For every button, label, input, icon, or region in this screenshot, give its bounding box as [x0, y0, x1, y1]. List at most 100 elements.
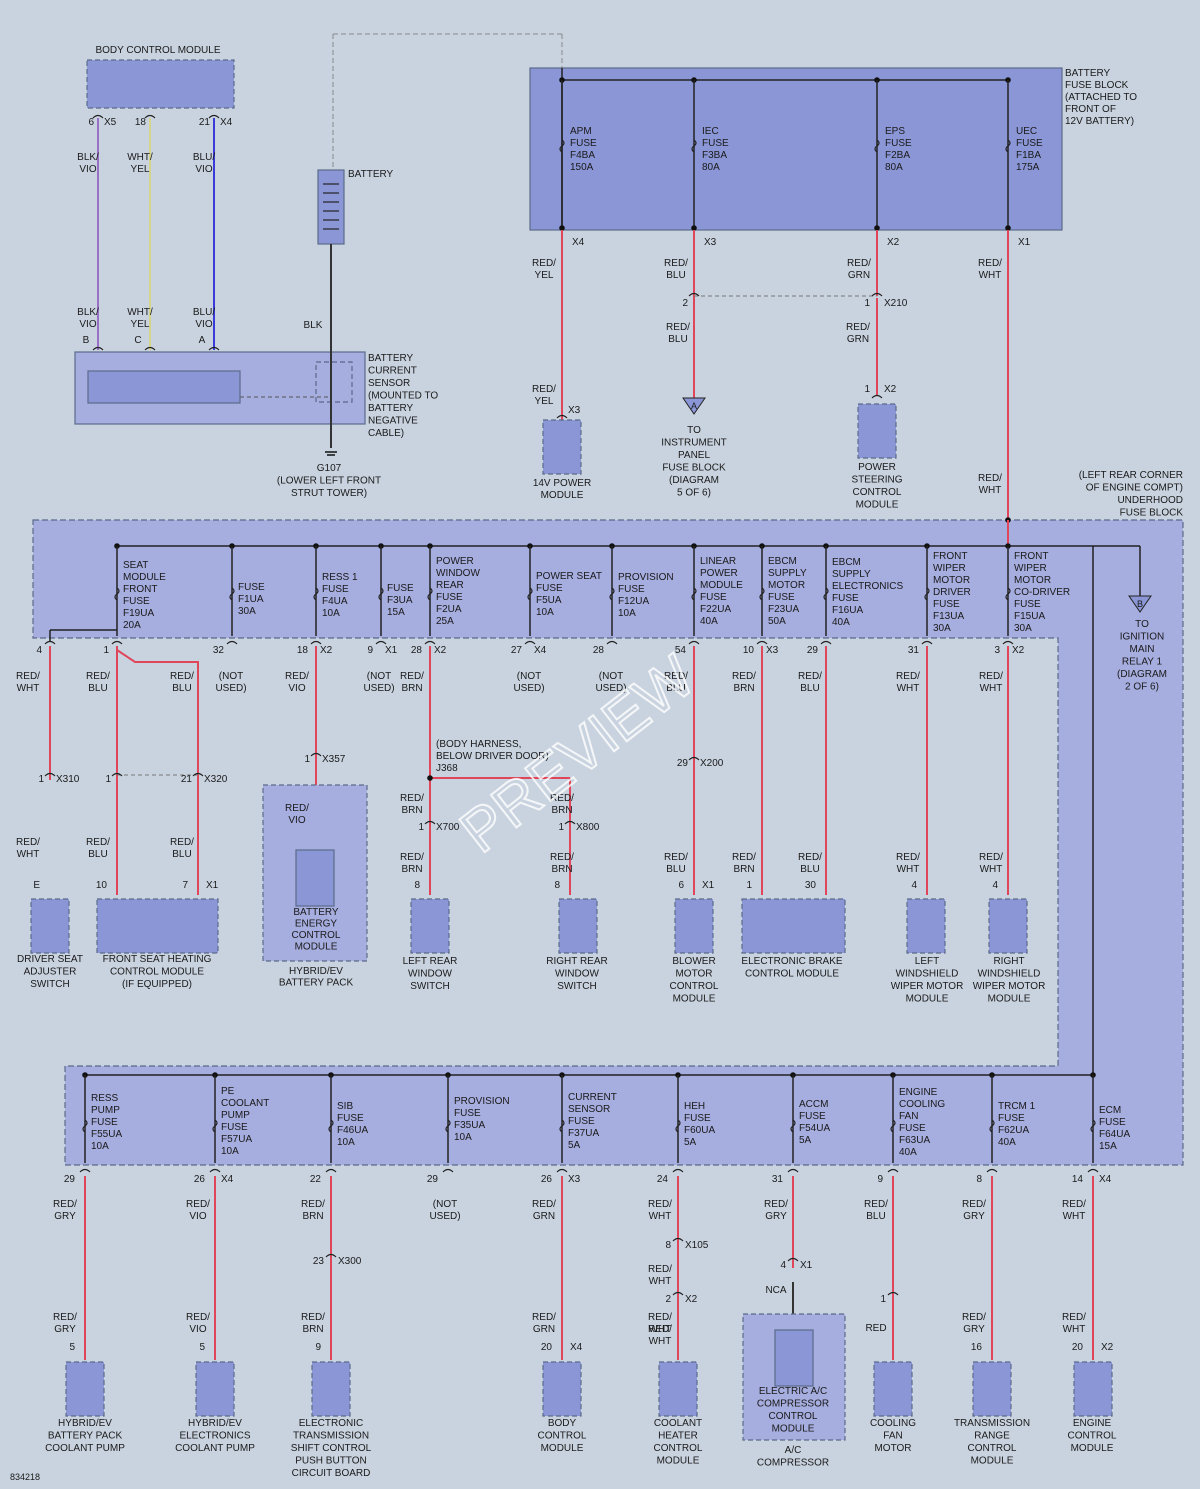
bottom-end-pin: 16: [971, 1342, 983, 1353]
ufb-fuse-icon: [924, 587, 930, 601]
iec-flag-icon: [682, 397, 706, 415]
ufb-pin-4: 9: [367, 645, 373, 656]
mid-conn: X800: [576, 822, 600, 833]
ufb-fuse-label: F16UA: [832, 605, 863, 616]
lr-window-switch-box: [410, 898, 450, 954]
bottom-wire-label: RED/: [864, 1199, 888, 1210]
bottom-pin-icon: [325, 1168, 337, 1173]
bottom-module-label: CONTROL: [1068, 1431, 1117, 1442]
ufb-wire-label: RED/: [732, 671, 756, 682]
battery-sensor-label: NEGATIVE: [368, 416, 418, 427]
bfb-wire-label: GRN: [848, 270, 870, 281]
ufb-fuse-label: WIPER: [933, 563, 966, 574]
eps-conn: X210: [884, 298, 908, 309]
bfb-fuse-label: IEC: [702, 126, 719, 137]
ufb-fuse-icon: [1005, 587, 1011, 601]
mid-wire-label: BLU: [172, 849, 191, 860]
bfb-fuse-label: 80A: [885, 162, 903, 173]
ufb-wire-label: (NOT: [517, 671, 541, 682]
bottom-fuse-label: RESS: [91, 1093, 119, 1104]
ufb-fuse-label: RESS 1: [322, 572, 358, 583]
ufb-fuse-label: 30A: [1014, 623, 1032, 634]
bottom-fuse-icon: [790, 1119, 796, 1133]
ufb-fuse-label: 20A: [123, 620, 141, 631]
bottom-mid-conn: X2: [685, 1294, 698, 1305]
bfb-wire-label: YEL: [535, 270, 554, 281]
bottom-mid-conn: X1: [800, 1260, 813, 1271]
bottom-fuse-label: 10A: [337, 1137, 355, 1148]
bottom-wire2-label: WHT: [649, 1324, 672, 1335]
bottom-wire2-label: RED/: [532, 1312, 556, 1323]
eps-pin2-icon: [871, 394, 883, 399]
mid-wire-label: BLU: [666, 864, 685, 875]
bottom-module-label: HYBRID/EV: [58, 1418, 112, 1429]
bottom-pin-icon: [787, 1168, 799, 1173]
bottom-fuse-label: FUSE: [454, 1108, 481, 1119]
eps-conn2: X2: [884, 384, 897, 395]
ufb-fuse-label: F4UA: [322, 596, 348, 607]
driver-seat-switch-box: [30, 898, 70, 954]
bfb-fuse-label: 175A: [1016, 162, 1040, 173]
bcm-pin-icon: [208, 114, 220, 119]
ee-pump-box: [195, 1361, 235, 1417]
ufb-fuse-label: POWER SEAT: [536, 571, 602, 582]
bottom-fuse-label: FUSE: [91, 1117, 118, 1128]
ufb-wire-label: (NOT: [219, 671, 243, 682]
battery-sensor-label: CABLE): [368, 428, 404, 439]
mid-wire-label: RED/: [896, 852, 920, 863]
bottom-fuse-icon: [675, 1119, 681, 1133]
bfb-fuse-label: FUSE: [1016, 138, 1043, 149]
ufb-fuse-label: SUPPLY: [768, 568, 807, 579]
ufb-fuse-label: LINEAR: [700, 556, 736, 567]
bottom-pin-icon: [887, 1168, 899, 1173]
bottom-end-conn: X4: [570, 1342, 583, 1353]
l-wiper-label: WINDSHIELD: [896, 969, 959, 980]
bcm-wire-label: BLK/: [77, 152, 99, 163]
bottom-fuse-label: PROVISION: [454, 1096, 510, 1107]
eps-wire-label: GRN: [847, 334, 869, 345]
driver-seat-label: SWITCH: [30, 979, 69, 990]
blower-label: MODULE: [673, 994, 716, 1005]
bfb-fuse-label: EPS: [885, 126, 905, 137]
ufb-fuse-label: POWER: [436, 556, 474, 567]
mid-wire-label: WHT: [17, 849, 40, 860]
bec-label: MODULE: [295, 942, 338, 953]
bottom-wire-label: (NOT: [433, 1199, 457, 1210]
bottom-wire2-label: VIO: [189, 1324, 206, 1335]
splice-label: (BODY HARNESS,: [436, 739, 521, 750]
bottom-module-label: ELECTRONICS: [179, 1431, 250, 1442]
bfb-title: FRONT OF: [1065, 104, 1116, 115]
blower-label: CONTROL: [670, 981, 719, 992]
bcm-wire-label: VIO: [195, 319, 212, 330]
ufb-fuse-label: 40A: [700, 616, 718, 627]
ufb-fuse-icon: [527, 587, 533, 601]
bfb-fuse-label: F3BA: [702, 150, 727, 161]
bottom-pin: 26: [194, 1174, 206, 1185]
bottom-pin: 29: [64, 1174, 76, 1185]
l-wiper-label: WIPER MOTOR: [891, 981, 964, 992]
ufb-wire-label: USED): [363, 683, 394, 694]
mid-pin: 21: [181, 774, 193, 785]
end-pin: 6: [678, 880, 684, 891]
iec-flag: A: [691, 401, 697, 411]
uec-wire-label: RED/: [978, 473, 1002, 484]
battery-sensor-label: (MOUNTED TO: [368, 391, 438, 402]
sensor-pin: A: [199, 335, 206, 346]
ufb-fuse-label: 40A: [832, 617, 850, 628]
mid-wire-label: BRN: [551, 805, 572, 816]
bottom-end-pin: 9: [315, 1342, 321, 1353]
bfb-title: FUSE BLOCK: [1065, 80, 1129, 91]
bfb-wire-label: BLU: [666, 270, 685, 281]
heater-box: [658, 1361, 698, 1417]
ufb-fuse-label: FRONT: [1014, 551, 1048, 562]
end-pin: 7: [182, 880, 188, 891]
ground-label: G107: [317, 463, 342, 474]
ufb-wire-label: BLU: [172, 683, 191, 694]
ufb-pin-icon: [921, 640, 933, 645]
bottom-mid-icon: [672, 1237, 684, 1242]
bfb-wire-label: RED/: [532, 258, 556, 269]
ufb-wire-label: RED/: [170, 671, 194, 682]
bottom-wire-label: BLU: [866, 1211, 885, 1222]
bfb-fuse-icon: [559, 139, 565, 153]
